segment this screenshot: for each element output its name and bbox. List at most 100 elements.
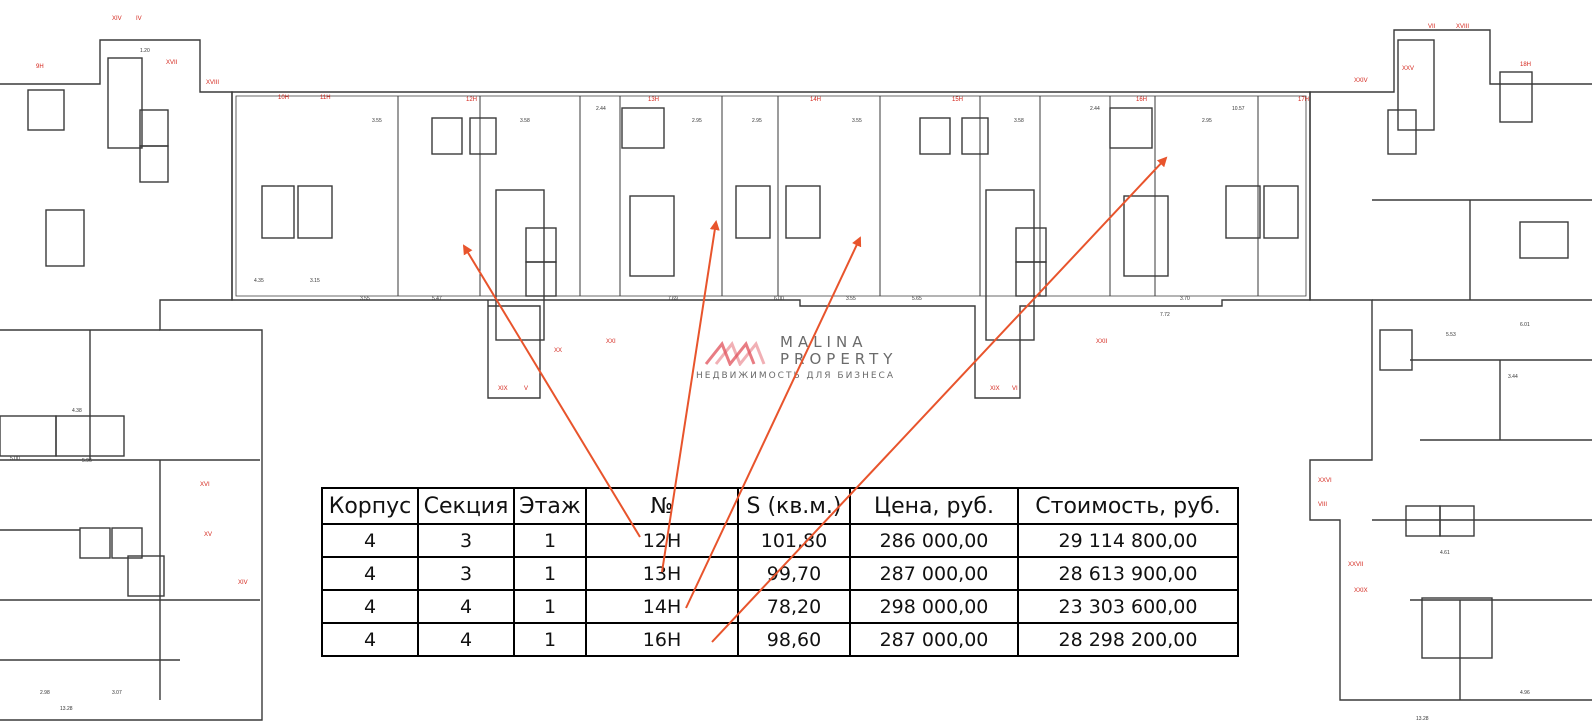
cell-cost: 28 613 900,00 — [1017, 556, 1239, 591]
svg-text:XXV: XXV — [1402, 66, 1414, 72]
table-row: 4 4 1 16Н 98,60 287 000,00 28 298 200,00 — [321, 622, 1239, 657]
svg-text:2.95: 2.95 — [1202, 118, 1212, 124]
svg-text:14Н: 14Н — [810, 97, 821, 103]
col-header-number: № — [585, 487, 739, 525]
svg-text:XIV: XIV — [238, 580, 248, 586]
svg-text:XV: XV — [204, 532, 212, 538]
svg-text:XXII: XXII — [1096, 339, 1108, 345]
svg-text:3.44: 3.44 — [1508, 374, 1518, 380]
svg-text:3.15: 3.15 — [310, 278, 320, 284]
svg-text:VII: VII — [1428, 24, 1436, 30]
svg-text:3.58: 3.58 — [520, 118, 530, 124]
svg-text:XXI: XXI — [606, 339, 616, 345]
cell-price: 298 000,00 — [849, 589, 1019, 624]
svg-text:1.20: 1.20 — [140, 48, 150, 54]
svg-text:3.07: 3.07 — [112, 690, 122, 696]
table-row: 4 4 1 14Н 78,20 298 000,00 23 303 600,00 — [321, 589, 1239, 624]
svg-text:V: V — [524, 386, 528, 392]
svg-text:XIX: XIX — [498, 386, 508, 392]
svg-text:10.57: 10.57 — [1232, 106, 1245, 112]
table-header-row: Корпус Секция Этаж № S (кв.м.) Цена, руб… — [321, 487, 1239, 525]
col-header-korpus: Корпус — [321, 487, 419, 525]
cell-cost: 29 114 800,00 — [1017, 523, 1239, 558]
svg-text:XXVI: XXVI — [1318, 478, 1332, 484]
cell-number: 16Н — [585, 622, 739, 657]
cell-korpus: 4 — [321, 622, 419, 657]
cell-etazh: 1 — [513, 622, 587, 657]
cell-korpus: 4 — [321, 523, 419, 558]
table-row: 4 3 1 13Н 99,70 287 000,00 28 613 900,00 — [321, 556, 1239, 591]
watermark-line1: MALINA — [780, 333, 868, 351]
svg-text:XIX: XIX — [990, 386, 1000, 392]
svg-text:2.95: 2.95 — [752, 118, 762, 124]
svg-text:6.00: 6.00 — [774, 296, 784, 302]
svg-text:2.44: 2.44 — [1090, 106, 1100, 112]
cell-number: 13Н — [585, 556, 739, 591]
cell-cost: 23 303 600,00 — [1017, 589, 1239, 624]
watermark-title: MALINA PROPERTY — [780, 334, 897, 368]
svg-text:3.55: 3.55 — [852, 118, 862, 124]
left-wing-outline — [0, 39, 263, 721]
svg-text:3.55: 3.55 — [372, 118, 382, 124]
col-header-sektsiya: Секция — [417, 487, 515, 525]
svg-text:18Н: 18Н — [1520, 62, 1531, 68]
svg-text:XIV: XIV — [112, 16, 122, 22]
col-header-price: Цена, руб. — [849, 487, 1019, 525]
svg-text:5.00: 5.00 — [10, 456, 20, 462]
svg-text:10Н: 10Н — [278, 95, 289, 101]
cell-etazh: 1 — [513, 556, 587, 591]
svg-text:2.44: 2.44 — [596, 106, 606, 112]
svg-text:XVII: XVII — [166, 60, 178, 66]
cell-number: 14Н — [585, 589, 739, 624]
svg-text:5.65: 5.65 — [912, 296, 922, 302]
svg-text:6.01: 6.01 — [1520, 322, 1530, 328]
svg-text:7.69: 7.69 — [668, 296, 678, 302]
svg-text:2.95: 2.95 — [692, 118, 702, 124]
svg-text:IV: IV — [136, 16, 142, 22]
cell-sektsiya: 3 — [417, 523, 515, 558]
cell-cost: 28 298 200,00 — [1017, 622, 1239, 657]
watermark-tagline: НЕДВИЖИМОСТЬ ДЛЯ БИЗНЕСА — [696, 371, 895, 381]
unit-label-12n: 12Н — [466, 97, 477, 103]
svg-text:9Н: 9Н — [36, 64, 44, 70]
col-header-cost: Стоимость, руб. — [1017, 487, 1239, 525]
svg-text:VIII: VIII — [1318, 502, 1327, 508]
cell-sektsiya: 4 — [417, 589, 515, 624]
cell-area: 101,80 — [737, 523, 851, 558]
svg-text:16Н: 16Н — [1136, 97, 1147, 103]
right-wing-outline — [1309, 29, 1592, 701]
cell-area: 78,20 — [737, 589, 851, 624]
cell-area: 99,70 — [737, 556, 851, 591]
table-row: 4 3 1 12Н 101,80 286 000,00 29 114 800,0… — [321, 523, 1239, 558]
col-header-etazh: Этаж — [513, 487, 587, 525]
svg-text:13.28: 13.28 — [60, 706, 73, 712]
cell-price: 287 000,00 — [849, 622, 1019, 657]
watermark: MALINA PROPERTY НЕДВИЖИМОСТЬ ДЛЯ БИЗНЕСА — [696, 334, 894, 386]
cell-korpus: 4 — [321, 556, 419, 591]
svg-text:VI: VI — [1012, 386, 1018, 392]
svg-text:4.38: 4.38 — [72, 408, 82, 414]
malina-logo-icon — [704, 341, 766, 366]
svg-text:15Н: 15Н — [952, 97, 963, 103]
svg-text:5.53: 5.53 — [1446, 332, 1456, 338]
svg-text:13.28: 13.28 — [1416, 716, 1429, 722]
svg-text:XXIX: XXIX — [1354, 588, 1368, 594]
cell-sektsiya: 4 — [417, 622, 515, 657]
svg-text:XX: XX — [554, 348, 562, 354]
svg-text:17Н: 17Н — [1298, 97, 1309, 103]
svg-text:5.47: 5.47 — [432, 296, 442, 302]
svg-text:5.96: 5.96 — [82, 458, 92, 464]
svg-text:XXIV: XXIV — [1354, 78, 1368, 84]
svg-text:3.70: 3.70 — [1180, 296, 1190, 302]
cell-etazh: 1 — [513, 523, 587, 558]
svg-text:3.58: 3.58 — [1014, 118, 1024, 124]
cell-etazh: 1 — [513, 589, 587, 624]
cell-area: 98,60 — [737, 622, 851, 657]
svg-text:XVIII: XVIII — [1456, 24, 1469, 30]
svg-text:4.61: 4.61 — [1440, 550, 1450, 556]
svg-text:XVI: XVI — [200, 482, 210, 488]
svg-text:2.98: 2.98 — [40, 690, 50, 696]
svg-text:11Н: 11Н — [320, 95, 331, 101]
svg-text:XVIII: XVIII — [206, 80, 219, 86]
cell-price: 286 000,00 — [849, 523, 1019, 558]
